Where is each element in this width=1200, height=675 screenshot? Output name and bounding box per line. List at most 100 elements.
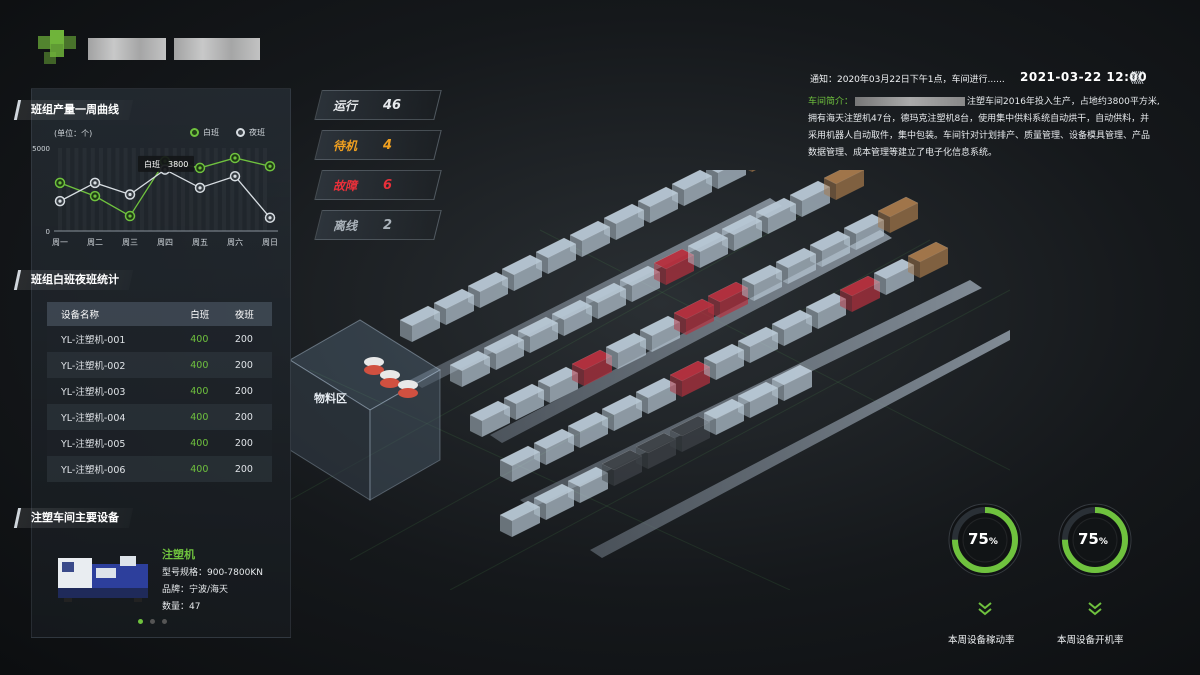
data-point-core [93, 181, 97, 185]
carousel-dot[interactable] [162, 619, 167, 624]
legend-day-marker [190, 128, 199, 137]
company-logo [38, 30, 76, 64]
machine-front [614, 456, 642, 486]
machine-side [704, 358, 716, 380]
machine-side [536, 252, 548, 274]
machine-front [784, 316, 812, 346]
cell-device: YL-注塑机-006 [47, 456, 183, 482]
data-point-core [58, 181, 62, 185]
machine-front [580, 473, 608, 503]
status-label: 运行 [333, 98, 358, 113]
gauge-progress-arc [1062, 507, 1128, 573]
x-tick-label: 周四 [157, 238, 173, 247]
machine-side [742, 279, 754, 301]
machine-front [614, 401, 642, 431]
machine-front [716, 350, 744, 380]
machine-front [684, 176, 712, 206]
data-point-core [233, 156, 237, 160]
data-point-core [93, 194, 97, 198]
machine-side [908, 256, 920, 278]
machine-front [412, 312, 440, 342]
gauge-value-startup: 75% [1078, 530, 1108, 548]
equipment-spec: 型号规格：900-7800KN [162, 568, 263, 578]
shift-table-title: 班组白班夜班统计 [13, 270, 134, 290]
machine-side [500, 460, 512, 482]
status-standby[interactable]: 待机 4 [314, 130, 442, 160]
chart-bg-stripe [99, 148, 103, 231]
machine-front [920, 248, 948, 278]
machine-side [502, 269, 514, 291]
table-row[interactable]: YL-注塑机-006 400 200 [47, 456, 272, 482]
cell-day: 400 [182, 404, 229, 430]
machine-side [776, 262, 788, 284]
status-running[interactable]: 运行 46 [314, 90, 442, 120]
machine-side [840, 290, 852, 312]
machine-side [534, 498, 546, 520]
machine-front [616, 210, 644, 240]
table-row[interactable]: YL-注塑机-003 400 200 [47, 378, 272, 404]
cell-night: 200 [228, 352, 272, 378]
col-header: 设备名称 [47, 302, 183, 326]
machine-front [852, 282, 880, 312]
table-header-row: 设备名称 白班 夜班 [47, 302, 272, 326]
x-tick-label: 周六 [227, 237, 243, 247]
carousel-dot[interactable] [138, 619, 143, 624]
machine-side [606, 347, 618, 369]
machine-side [468, 286, 480, 308]
status-value: 46 [383, 97, 402, 113]
material-area-label: 物料区 [314, 391, 347, 405]
notice-text[interactable]: 通知：2020年03月22日下午1点，车间进行...... [810, 75, 1005, 85]
gauge-value-utilization: 75% [968, 530, 998, 548]
gauge-progress-arc [952, 507, 1018, 573]
machine-front [750, 333, 778, 363]
machine-front [462, 357, 490, 387]
machine-side [434, 303, 446, 325]
blurred-company-name [855, 97, 966, 106]
cell-night: 200 [228, 404, 272, 430]
machine-front [682, 367, 710, 397]
machine-front [682, 422, 710, 452]
table-row[interactable]: YL-注塑机-002 400 200 [47, 352, 272, 378]
machine-side [722, 229, 734, 251]
machine-side [450, 365, 462, 387]
intro-line: 拥有海天注塑机47台，德玛克注塑机8台，使用集中供料系统自动烘干，自动供料，并 [808, 114, 1150, 124]
legend-night-label: 夜班 [249, 128, 265, 137]
machine-front [822, 237, 850, 267]
status-offline[interactable]: 离线 2 [314, 210, 442, 240]
cell-device: YL-注塑机-004 [47, 404, 183, 430]
table-row[interactable]: YL-注塑机-001 400 200 [47, 326, 272, 352]
table-row[interactable]: YL-注塑机-004 400 200 [47, 404, 272, 430]
machine-side [748, 170, 752, 172]
blurred-title-part2 [174, 38, 260, 60]
table-row[interactable]: YL-注塑机-005 400 200 [47, 430, 272, 456]
machine-front [514, 261, 542, 291]
machine-front [648, 384, 676, 414]
status-fault[interactable]: 故障 6 [314, 170, 442, 200]
intro-line: 采用机器人自动取件，集中包装。车间针对计划排产、质量管理、设备模具管理、产品 [808, 131, 1151, 141]
chart-bg-stripe [206, 148, 210, 231]
status-label: 故障 [333, 178, 358, 193]
machine-front [480, 278, 508, 308]
legend-day-shift[interactable]: 白班 [190, 127, 219, 138]
cell-device: YL-注塑机-005 [47, 430, 183, 456]
gauge-inner-disc [1072, 517, 1118, 563]
machine-side [568, 481, 580, 503]
machine-side [874, 273, 886, 295]
machine-side [504, 398, 516, 420]
utilization-gauge [948, 503, 1022, 577]
machine-side [568, 426, 580, 448]
carousel-dot[interactable] [150, 619, 155, 624]
legend-day-label: 白班 [203, 128, 219, 137]
chart-bg-stripe [214, 148, 218, 231]
cell-night: 200 [228, 430, 272, 456]
data-point-core [128, 192, 132, 197]
x-tick-label: 周一 [52, 238, 68, 247]
machine-front [784, 371, 812, 401]
machine-side [400, 320, 412, 342]
workshop-3d-scene: 物料区 [290, 170, 1010, 590]
chart-bg-stripe [66, 148, 70, 231]
chevron-left-icon[interactable]: 《《《 [1122, 71, 1144, 87]
chart-bg-stripe [58, 148, 62, 231]
legend-night-shift[interactable]: 夜班 [236, 127, 265, 138]
